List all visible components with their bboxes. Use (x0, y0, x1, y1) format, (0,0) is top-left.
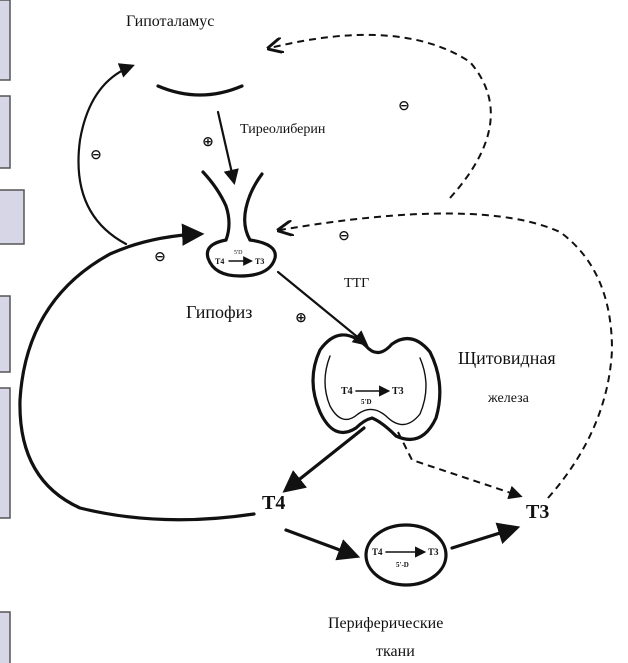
peripheral-to-t3-arrow (452, 528, 516, 548)
thyroid-t4: T4 (341, 386, 353, 397)
trh-arrow (218, 112, 234, 182)
peripheral-enzyme: 5'-D (396, 561, 409, 569)
pituitary-t4: T4 (215, 257, 224, 266)
pituitary-right-wall (245, 174, 262, 240)
pituitary-left-wall (203, 172, 229, 240)
side-tab-2 (0, 96, 10, 168)
dashed-minus-sign-2: ⊖ (338, 228, 350, 244)
t3-hypothalamus-dashed-arc (270, 35, 491, 198)
tsh-plus-sign: ⊕ (295, 310, 307, 326)
side-tab-6 (0, 612, 10, 663)
pituitary-label: Гипофиз (186, 302, 252, 322)
thyroid-outline (313, 335, 440, 440)
side-tab-3 (0, 190, 24, 244)
hypothalamus-shape (158, 86, 242, 95)
t4-label: T4 (262, 492, 285, 514)
thyroid-to-t4-arrow (286, 428, 364, 490)
t4-to-peripheral-arrow (286, 530, 356, 556)
pituitary-enzyme: 5'D (234, 250, 243, 256)
thyroid-to-t3-dashed-arrow (398, 432, 520, 496)
trh-label: Тиреолиберин (240, 122, 326, 137)
dashed-minus-sign-1: ⊖ (398, 98, 410, 114)
side-tab-4 (0, 296, 10, 372)
thyroid-label-line1: Щитовидная (458, 348, 556, 368)
thyroid-t3: T3 (392, 386, 404, 397)
thyroid-gland: T4 5'D T3 (313, 335, 440, 440)
peripheral-t4: T4 (372, 547, 383, 557)
peripheral-t3: T3 (428, 547, 439, 557)
t4-feedback-arc (20, 234, 254, 520)
hypothalamus-label: Гипоталамус (126, 13, 214, 30)
side-tab-1 (0, 0, 10, 80)
peripheral-label-line1: Периферические (328, 615, 443, 632)
side-tabs (0, 0, 24, 663)
side-tab-5 (0, 388, 10, 518)
pituitary-t3: T3 (255, 257, 264, 266)
tsh-label: ТТГ (344, 276, 369, 291)
left-minus-sign-2: ⊖ (154, 249, 166, 265)
thyroid-label-line2: железа (487, 391, 530, 406)
t3-label: T3 (526, 501, 549, 523)
pituitary-gland: T4 5'D T3 (203, 172, 275, 276)
left-feedback-arc (78, 66, 132, 244)
trh-plus-sign: ⊕ (202, 134, 214, 150)
peripheral-tissue-cell: T4 5'-D T3 (366, 525, 446, 585)
thyroid-enzyme: 5'D (361, 398, 372, 406)
left-minus-sign-1: ⊖ (90, 147, 102, 163)
peripheral-label-line2: ткани (376, 643, 415, 660)
